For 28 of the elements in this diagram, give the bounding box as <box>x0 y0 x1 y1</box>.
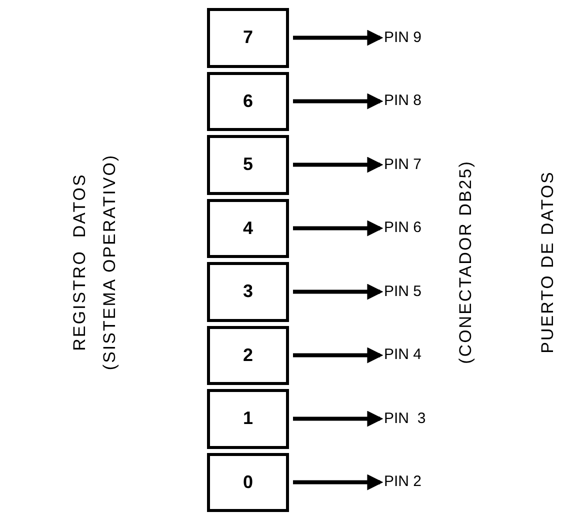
arrow <box>293 220 384 236</box>
arrow <box>293 410 384 427</box>
arrow <box>293 156 384 173</box>
register-bit-cell: 6 <box>207 72 289 131</box>
register-bit-cell: 7 <box>207 8 289 68</box>
vertical-caption: (SISTEMA OPERATIVO) <box>100 154 120 370</box>
pin-label: PIN 7 <box>384 156 422 174</box>
register-bit-cell: 1 <box>207 389 289 448</box>
vertical-caption: (CONECTADOR DB25) <box>456 160 476 364</box>
pin-label: PIN 3 <box>384 410 426 428</box>
pin-label: PIN 2 <box>384 473 422 492</box>
register-bit-cell: 3 <box>207 262 289 322</box>
vertical-caption: REGISTRO DATOS <box>70 173 90 351</box>
register-bit-cell: 0 <box>207 452 289 512</box>
vertical-caption: PUERTO DE DATOS <box>538 170 558 354</box>
register-bit-cell: 4 <box>207 198 289 258</box>
pin-label: PIN 4 <box>384 346 422 364</box>
pin-label: PIN 5 <box>384 282 422 301</box>
arrow <box>293 93 384 110</box>
arrow <box>293 30 384 46</box>
register-bit-cell: 5 <box>207 135 289 194</box>
arrow <box>293 347 384 364</box>
register-bit-cell: 2 <box>207 326 289 385</box>
pin-label: PIN 9 <box>384 28 422 47</box>
arrow <box>293 474 384 490</box>
pin-label: PIN 8 <box>384 92 422 110</box>
pin-label: PIN 6 <box>384 219 422 238</box>
arrow <box>293 284 384 300</box>
